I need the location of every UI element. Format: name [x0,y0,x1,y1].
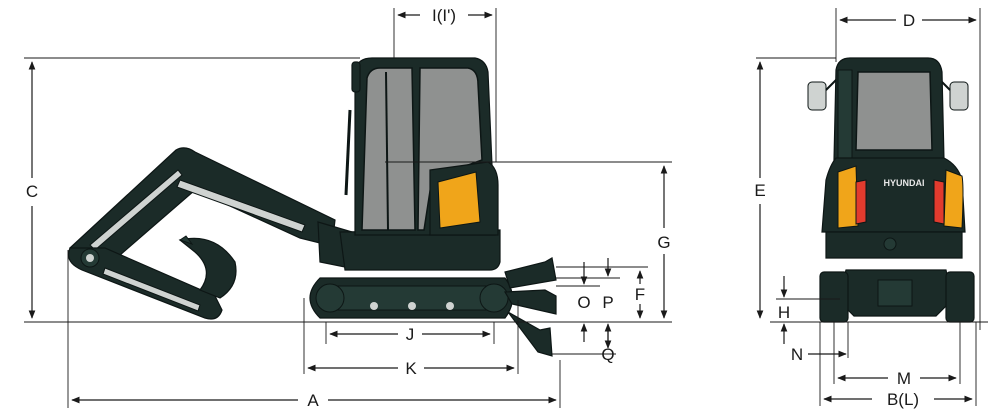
dozer-blade-mid [503,289,557,315]
dim-label-K: K [405,359,417,378]
dim-label-M: M [897,369,911,388]
cab-mirror [351,61,361,93]
rear-view-excavator: HYUNDAI [807,57,975,323]
side-view-excavator [67,57,557,357]
rear-cab-pillar [837,69,853,159]
dim-label-J: J [406,325,415,344]
arm-pivot-pin [86,254,94,262]
rear-hitch-eye [883,237,897,251]
rear-cab-glass [855,71,933,151]
track-roller [446,302,454,310]
bucket [178,237,237,299]
dim-label-D: D [903,11,915,30]
rear-left-yellow-panel [837,165,859,229]
bucket-teeth [178,235,194,245]
dim-label-N: N [791,345,803,364]
brand-logo-text: HYUNDAI [883,178,924,188]
rear-center-swivel [877,279,913,307]
rear-left-track [819,271,849,323]
dim-label-H: H [778,303,790,322]
dozer-blade-raised [504,257,557,289]
engine-yellow-panel [437,171,481,229]
rear-right-yellow-panel [943,169,964,229]
dim-label-G: G [657,233,670,252]
track-roller [408,302,416,310]
rear-left-tail-light [855,179,867,225]
side-view-dimensions: C A I(I') G F O P Q [24,6,672,410]
upper-frame [339,229,501,271]
rear-right-tail-light [933,179,945,225]
dim-label-I: I(I') [432,6,456,25]
bucket-cylinder [102,267,201,312]
dim-label-E: E [754,181,765,200]
dim-label-O: O [577,293,590,312]
door-frame-line [385,71,389,231]
cab-side-glass [417,67,483,231]
dim-label-A: A [307,391,319,410]
dozer-blade-lowered [507,311,553,357]
dim-label-F: F [635,285,645,304]
sprocket-wheel [479,283,509,313]
cab-door-glass [361,67,416,231]
cab-handrail [344,109,352,196]
right-mirror [949,81,969,111]
boom-hydraulic-cylinder [176,179,306,233]
track-roller [370,302,378,310]
dim-label-C: C [26,182,38,201]
left-mirror [807,81,827,111]
rear-view-dimensions: D E H N M B(L) [754,8,988,409]
dim-label-P: P [602,293,613,312]
idler-wheel [315,283,345,313]
rear-right-track [945,271,975,323]
dim-label-B: B(L) [887,390,919,409]
dim-label-Q: Q [601,345,614,364]
